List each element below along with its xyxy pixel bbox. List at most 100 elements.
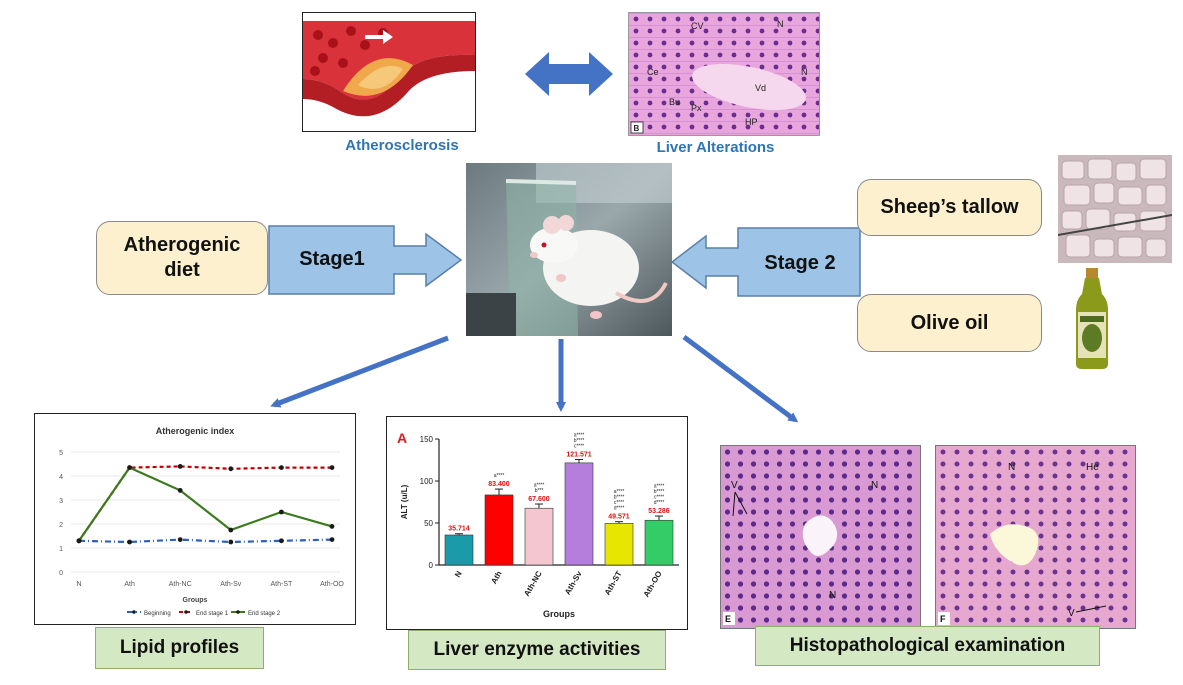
bar: [564, 462, 594, 566]
significance-label: d****: [614, 506, 625, 512]
legend-marker: [132, 610, 136, 614]
data-point: [76, 538, 82, 544]
significance-label: a****: [654, 484, 665, 490]
data-point: [127, 465, 132, 470]
bar: [444, 534, 474, 566]
data-point: [177, 537, 183, 542]
significance-label: b****: [654, 489, 665, 495]
y-tick-label: 0: [429, 561, 434, 570]
histo-panel-letter: F: [940, 614, 946, 624]
histo-e-annotation: N: [829, 590, 836, 601]
y-tick-label: 100: [420, 477, 434, 486]
data-point: [177, 464, 183, 469]
sheeps-tallow-box: Sheep’s tallow: [857, 179, 1042, 236]
significance-label: c****: [574, 444, 584, 450]
x-axis-label: Groups: [183, 597, 208, 604]
liver-annotation: N: [801, 67, 808, 77]
data-point: [279, 465, 284, 470]
olive-oil-bottle-icon: [1076, 268, 1108, 369]
value-label: 67.600: [528, 496, 550, 503]
y-tick-label: 3: [59, 498, 63, 505]
significance-label: a****: [614, 489, 625, 495]
bar: [524, 507, 554, 566]
data-point: [279, 538, 284, 544]
bar: [604, 523, 634, 566]
data-point: [279, 509, 284, 515]
data-point: [329, 524, 335, 529]
liver-annotation: Bu: [669, 97, 680, 107]
liver-panel-letter: B: [634, 124, 640, 133]
y-tick-label: 2: [59, 522, 63, 529]
chart-title: Atherogenic index: [156, 426, 235, 436]
y-tick-label: 1: [59, 546, 63, 553]
data-point: [329, 465, 335, 470]
legend-marker: [236, 610, 240, 614]
lipid-profiles-label: Lipid profiles: [95, 627, 264, 669]
series-line: [78, 538, 333, 544]
stage1-label: Stage1: [299, 248, 365, 270]
histopathological-label: Histopathological examination: [755, 626, 1100, 666]
histology-panel-f: N He V F: [935, 445, 1136, 629]
stage2-arrow: [670, 227, 861, 297]
histo-f-annotation: N: [1008, 462, 1015, 473]
liver-histology-image: CV N Ce Vd Bu Px HP N B: [628, 12, 820, 136]
olive-oil-box: Olive oil: [857, 294, 1042, 352]
significance-label: c****: [654, 495, 664, 501]
significance-label: a****: [494, 473, 505, 479]
legend-label: End stage 2: [248, 611, 281, 617]
y-axis-label: ALT (u/L): [400, 484, 409, 519]
atherosclerosis-label: Atherosclerosis: [345, 137, 459, 154]
histo-e-annotation: N: [871, 480, 878, 491]
data-point: [177, 488, 183, 493]
x-tick-label: Ath-NC: [169, 581, 192, 588]
liver-alterations-label: Liver Alterations: [656, 139, 775, 156]
stage1-arrow: [268, 225, 463, 295]
y-tick-label: 5: [59, 450, 63, 457]
data-point: [228, 539, 234, 545]
legend-marker: [184, 610, 188, 614]
liver-annotation: Ce: [647, 67, 659, 77]
legend-label: Beginning: [144, 611, 171, 617]
histo-e-annotation: V: [731, 480, 738, 491]
data-point: [228, 466, 234, 472]
significance-label: b****: [574, 438, 585, 444]
x-tick-label: Ath-NC: [522, 569, 544, 598]
y-tick-label: 50: [424, 519, 433, 528]
x-tick-label: Ath: [489, 569, 504, 585]
series-line: [78, 465, 332, 542]
value-label: 49.571: [608, 514, 630, 521]
liver-enzyme-label: Liver enzyme activities: [408, 630, 666, 670]
significance-label: a****: [534, 483, 545, 489]
series-line: [78, 466, 333, 542]
x-tick-label: N: [76, 581, 81, 588]
histo-panel-letter: E: [725, 614, 731, 624]
data-point: [228, 527, 234, 533]
value-label: 35.714: [448, 526, 470, 533]
x-tick-label: N: [453, 569, 464, 579]
significance-label: b***: [535, 488, 544, 494]
data-point: [127, 539, 132, 545]
atherosclerosis-image: [302, 12, 476, 132]
y-tick-label: 150: [420, 435, 434, 444]
histo-f-annotation: He: [1086, 462, 1099, 473]
bar: [484, 494, 514, 566]
significance-label: c****: [614, 500, 624, 506]
double-arrow-icon: [525, 52, 613, 96]
significance-label: a****: [574, 433, 585, 439]
x-tick-label: Ath-ST: [271, 581, 294, 588]
x-axis-label: Groups: [543, 609, 575, 619]
panel-letter: A: [397, 430, 407, 446]
y-tick-label: 0: [59, 570, 63, 577]
liver-annotation: Px: [691, 103, 702, 113]
x-tick-label: Ath-ST: [603, 569, 624, 596]
value-label: 121.571: [566, 452, 591, 459]
stage2-label: Stage 2: [764, 252, 836, 274]
y-tick-label: 4: [59, 474, 63, 481]
liver-annotation: HP: [745, 117, 758, 127]
liver-annotation: N: [777, 19, 784, 29]
legend-label: End stage 1: [196, 611, 229, 617]
significance-label: d****: [654, 500, 665, 506]
